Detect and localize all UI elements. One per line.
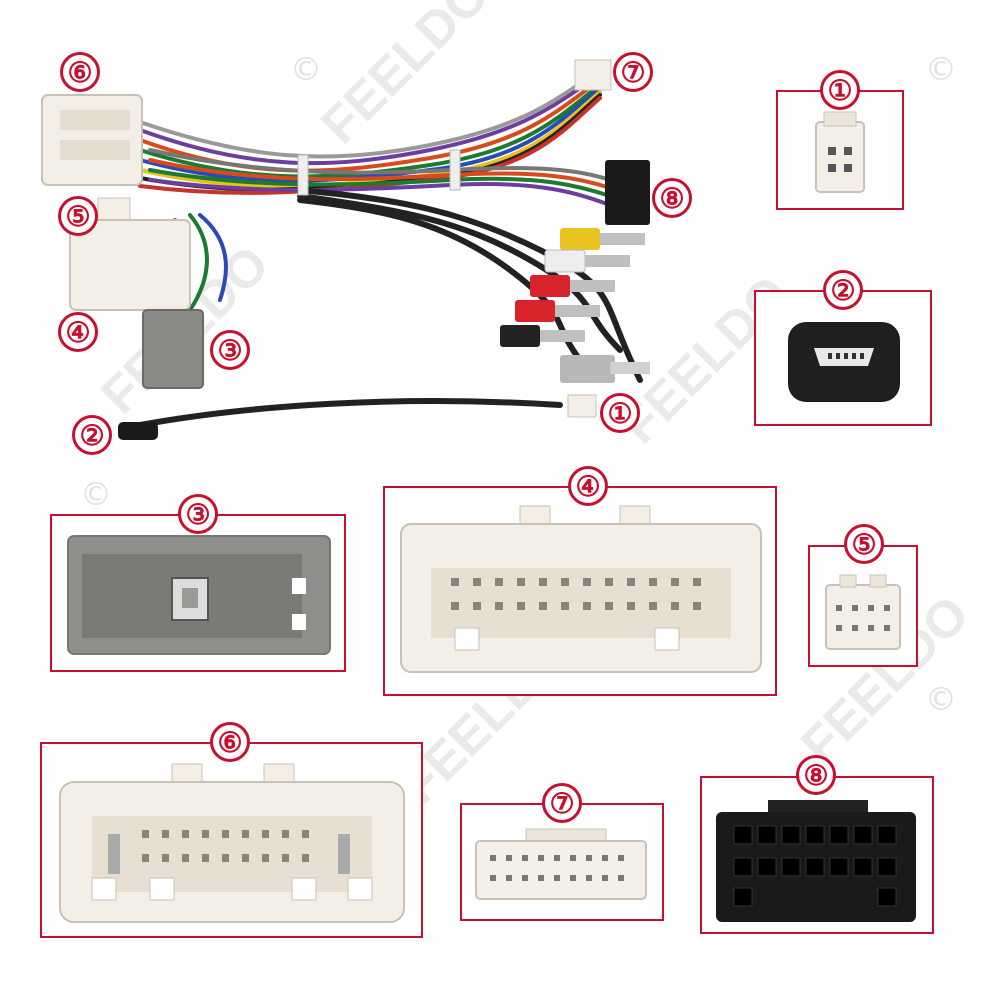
label-5: ⑤ (844, 524, 884, 564)
connector-8-image (716, 800, 916, 922)
label-3-harness: ③ (210, 330, 250, 370)
wiring-harness-photo (41, 59, 650, 440)
connector-2-image (788, 322, 900, 402)
connector-3-frame (50, 514, 346, 672)
watermark-copyright: © (80, 475, 112, 513)
connector-3-image (67, 535, 331, 655)
connector-2-frame (754, 290, 932, 426)
label-1-harness: ① (600, 393, 640, 433)
label-3: ③ (178, 494, 218, 534)
label-1: ① (820, 70, 860, 110)
label-7: ⑦ (542, 783, 582, 823)
label-4-harness: ④ (58, 312, 98, 352)
label-4: ④ (568, 466, 608, 506)
connector-4-image (400, 505, 762, 673)
connector-7-image (475, 828, 647, 900)
connector-5-image (825, 574, 901, 650)
connector-1-frame (776, 90, 904, 210)
connector-4-frame (383, 486, 777, 696)
connector-1-image (815, 111, 865, 193)
label-6-harness: ⑥ (60, 52, 100, 92)
connector-6-image (59, 763, 405, 923)
watermark-copyright: © (925, 680, 957, 718)
label-6: ⑥ (210, 722, 250, 762)
connector-6-frame (40, 742, 423, 938)
label-8: ⑧ (796, 755, 836, 795)
label-8-harness: ⑧ (652, 178, 692, 218)
connector-8-frame (700, 776, 934, 934)
connector-5-frame (808, 545, 918, 667)
label-7-harness: ⑦ (613, 52, 653, 92)
label-5-harness: ⑤ (58, 196, 98, 236)
label-2-harness: ② (72, 415, 112, 455)
label-2: ② (823, 270, 863, 310)
watermark-copyright: © (290, 50, 322, 88)
watermark-copyright: © (925, 50, 957, 88)
